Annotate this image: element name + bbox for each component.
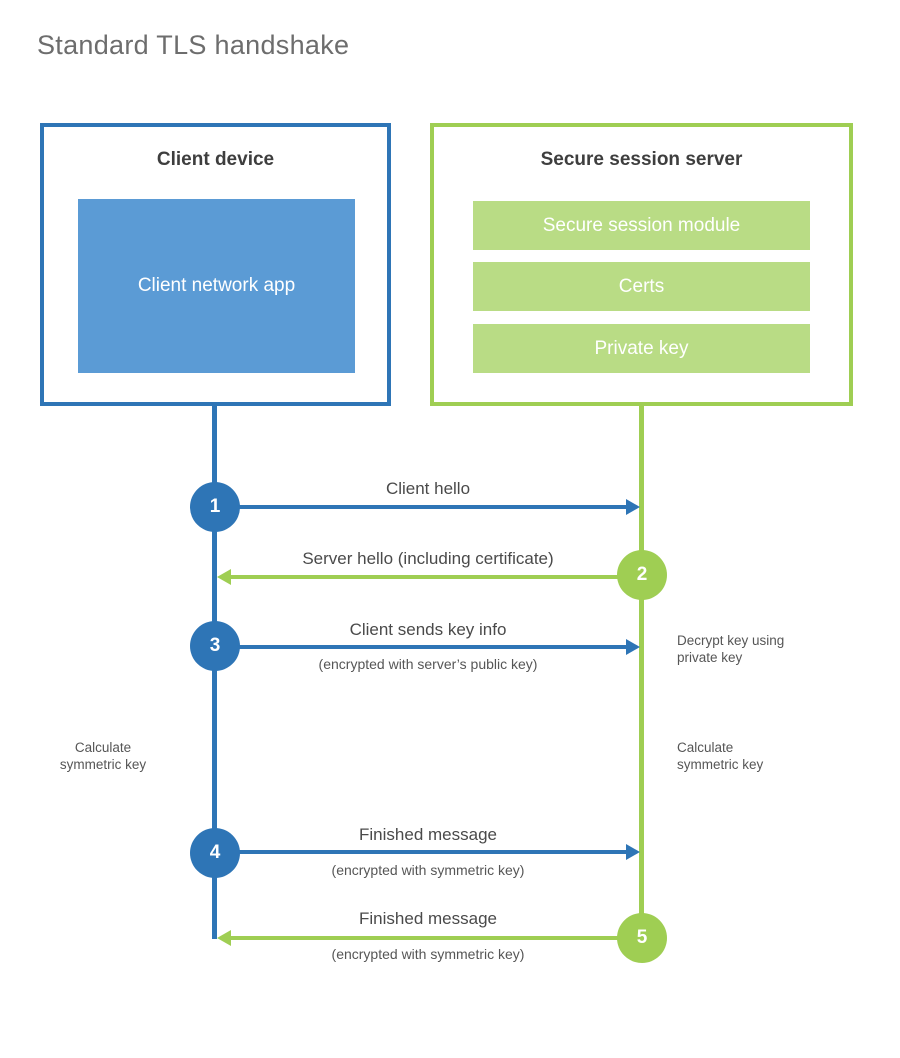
server-module-label: Secure session module	[542, 214, 741, 236]
step-3-number: 3	[209, 635, 221, 656]
arrow-server-hello	[231, 575, 641, 579]
label-finished-client: Finished message	[359, 825, 497, 844]
step-2-number: 2	[636, 564, 648, 585]
server-module-bar: Secure session module	[473, 201, 810, 250]
server-private-key-bar: Private key	[473, 324, 810, 373]
client-lifeline	[212, 406, 217, 939]
step-2-badge: 2	[617, 550, 667, 600]
server-certs-label: Certs	[618, 275, 665, 297]
step-1-number: 1	[209, 496, 221, 517]
label-finished-server: Finished message	[359, 909, 497, 928]
sublabel-finished-server: (encrypted with symmetric key)	[331, 946, 525, 962]
secure-session-server-title: Secure session server	[540, 149, 743, 170]
note-decrypt-key: Decrypt key using private key	[677, 633, 785, 665]
arrow-finished-server	[231, 936, 641, 940]
arrow-finished-client	[216, 850, 626, 854]
sublabel-client-key-info: (encrypted with server’s public key)	[318, 656, 538, 672]
client-device-box: Client device Client network app	[40, 123, 391, 406]
server-certs-bar: Certs	[473, 262, 810, 311]
step-5-badge: 5	[617, 913, 667, 963]
label-server-hello: Server hello (including certificate)	[302, 549, 554, 568]
page-title: Standard TLS handshake	[37, 30, 350, 60]
arrow-client-hello	[216, 505, 626, 509]
label-client-key-info: Client sends key info	[349, 620, 507, 639]
client-network-app-box: Client network app	[78, 199, 355, 373]
step-3-badge: 3	[190, 621, 240, 671]
label-client-hello: Client hello	[385, 479, 471, 498]
server-lifeline	[639, 406, 644, 938]
note-calculate-symmetric-key-client: Calculate symmetric key	[59, 740, 147, 772]
step-1-badge: 1	[190, 482, 240, 532]
arrow-client-key-info	[216, 645, 626, 649]
step-5-number: 5	[636, 927, 648, 948]
step-4-number: 4	[209, 842, 221, 863]
server-private-key-label: Private key	[594, 337, 689, 359]
client-device-title: Client device	[156, 149, 275, 170]
step-4-badge: 4	[190, 828, 240, 878]
secure-session-server-box: Secure session server Secure session mod…	[430, 123, 853, 406]
note-calculate-symmetric-key-server: Calculate symmetric key	[677, 740, 764, 772]
sublabel-finished-client: (encrypted with symmetric key)	[331, 862, 525, 878]
client-network-app-label: Client network app	[137, 275, 296, 296]
